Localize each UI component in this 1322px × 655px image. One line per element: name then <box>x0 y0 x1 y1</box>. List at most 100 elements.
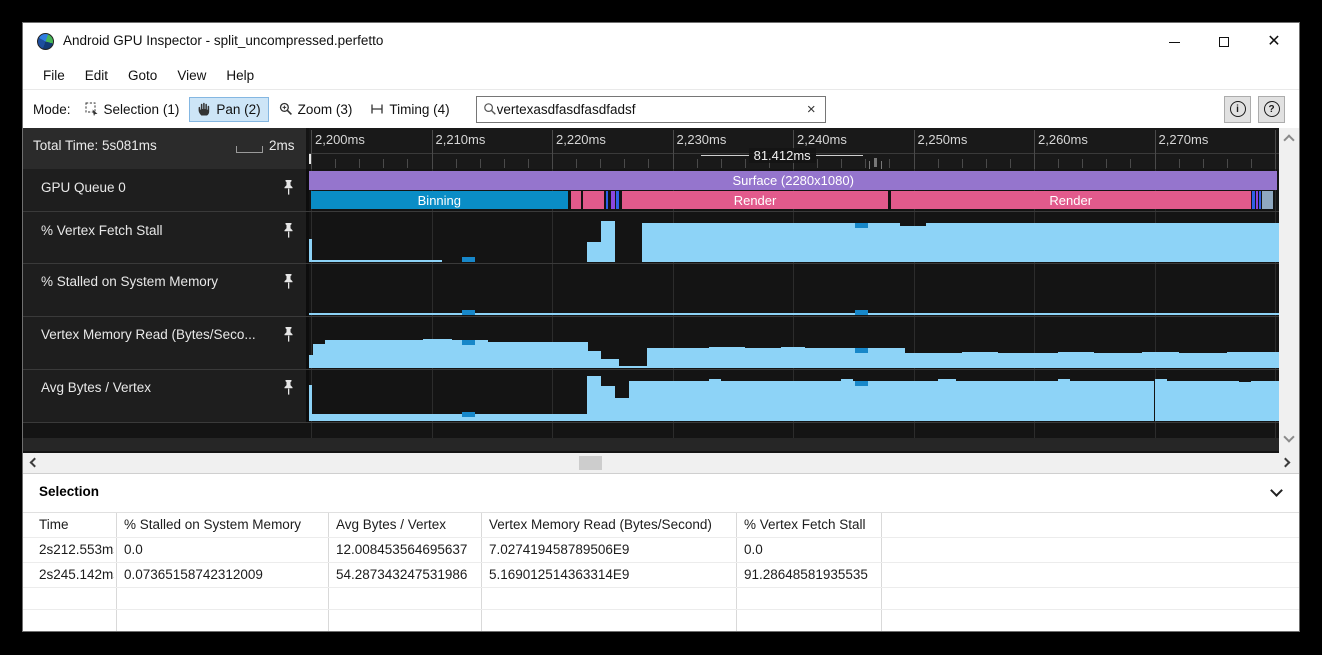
pin-button[interactable] <box>283 380 294 400</box>
pin-button[interactable] <box>283 223 294 243</box>
scrollbar-thumb[interactable] <box>579 456 602 470</box>
mode-button-selection[interactable]: Selection (1) <box>77 97 188 122</box>
horizontal-scrollbar[interactable] <box>23 453 1299 473</box>
timeline-slice[interactable] <box>1258 191 1262 209</box>
track-label-panel[interactable]: Avg Bytes / Vertex <box>23 369 306 422</box>
counter-segment[interactable] <box>586 376 602 421</box>
counter-segment[interactable] <box>1154 379 1167 421</box>
counter-segment[interactable] <box>1178 353 1227 368</box>
pin-button[interactable] <box>283 274 294 294</box>
minimize-button[interactable] <box>1149 23 1199 61</box>
counter-segment[interactable] <box>601 386 615 421</box>
search-input[interactable] <box>496 101 804 117</box>
track-label-panel[interactable]: % Vertex Fetch Stall <box>23 212 306 263</box>
scroll-right-icon[interactable] <box>1280 457 1291 468</box>
counter-segment[interactable] <box>309 355 314 368</box>
counter-segment[interactable] <box>423 339 452 368</box>
timeline-slice[interactable]: Surface (2280x1080) <box>309 171 1278 190</box>
scroll-left-icon[interactable] <box>29 457 40 468</box>
counter-segment[interactable] <box>1058 352 1095 368</box>
counter-segment[interactable] <box>997 353 1059 368</box>
timeline-slice[interactable] <box>1261 191 1273 209</box>
timeline-slice[interactable] <box>616 191 619 209</box>
counter-segment[interactable] <box>642 223 901 262</box>
counter-segment[interactable] <box>925 223 1279 262</box>
menu-item-edit[interactable]: Edit <box>84 67 109 83</box>
maximize-button[interactable] <box>1199 23 1249 61</box>
counter-segment[interactable] <box>309 239 313 262</box>
counter-segment[interactable] <box>313 344 326 368</box>
track-label-panel[interactable]: Vertex Memory Read (Bytes/Seco... <box>23 316 306 369</box>
counter-segment[interactable] <box>309 385 313 421</box>
counter-segment[interactable] <box>937 379 956 421</box>
counter-segment[interactable] <box>1058 379 1071 421</box>
timeline-slice[interactable] <box>1255 191 1259 209</box>
counter-segment[interactable] <box>961 352 998 368</box>
pin-button[interactable] <box>283 327 294 347</box>
vertical-scrollbar[interactable] <box>1279 128 1299 453</box>
counter-segment[interactable] <box>708 379 721 421</box>
counter-segment[interactable] <box>805 348 842 368</box>
help-button[interactable]: ? <box>1258 95 1285 123</box>
counter-segment[interactable] <box>871 348 906 368</box>
timeline-slice[interactable]: Render <box>621 191 889 209</box>
counter-segment[interactable] <box>312 260 443 262</box>
counter-segment[interactable] <box>841 348 872 368</box>
counter-segment[interactable] <box>1166 381 1239 421</box>
counter-segment[interactable] <box>708 347 745 368</box>
info-button[interactable]: i <box>1224 95 1251 123</box>
menu-item-view[interactable]: View <box>177 67 207 83</box>
mode-button-timing[interactable]: Timing (4) <box>362 97 457 122</box>
counter-segment[interactable] <box>905 353 962 368</box>
scroll-down-icon[interactable] <box>1283 431 1295 443</box>
counter-segment[interactable] <box>900 226 926 262</box>
timeline-slice[interactable]: Binning <box>311 191 568 209</box>
counter-segment[interactable] <box>312 414 587 421</box>
track-label-panel[interactable]: % Stalled on System Memory <box>23 263 306 316</box>
timeline-slice[interactable] <box>611 191 616 209</box>
mode-button-zoom[interactable]: Zoom (3) <box>271 97 361 122</box>
counter-segment[interactable] <box>1070 381 1155 421</box>
counter-segment[interactable] <box>488 342 589 368</box>
menu-item-help[interactable]: Help <box>226 67 255 83</box>
counter-segment[interactable] <box>629 381 709 421</box>
counter-segment[interactable] <box>1226 352 1279 368</box>
counter-segment[interactable] <box>614 398 630 421</box>
menu-item-goto[interactable]: Goto <box>128 67 158 83</box>
counter-segment[interactable] <box>601 359 620 368</box>
counter-segment[interactable] <box>744 348 781 368</box>
close-button[interactable]: ✕ <box>1249 23 1299 61</box>
timeline-slice[interactable] <box>1252 191 1255 209</box>
counter-segment[interactable] <box>586 242 602 262</box>
counter-segment[interactable] <box>619 366 648 368</box>
clear-search-icon[interactable]: × <box>806 100 816 118</box>
track-label-panel[interactable]: GPU Queue 0 <box>23 169 306 211</box>
ruler-tick-label: 2,210ms <box>435 132 486 147</box>
table-cell: 0.07365158742312009 <box>124 567 263 582</box>
counter-segment[interactable] <box>588 351 602 368</box>
counter-segment[interactable] <box>841 379 854 421</box>
counter-segment[interactable] <box>720 381 842 421</box>
timeline-slice[interactable] <box>583 191 604 209</box>
counter-segment[interactable] <box>1238 382 1251 421</box>
counter-segment[interactable] <box>1142 352 1179 368</box>
timeline-slice[interactable] <box>605 191 609 209</box>
collapse-chevron-icon[interactable] <box>1270 484 1283 497</box>
counter-segment[interactable] <box>601 221 615 262</box>
pin-button[interactable] <box>283 180 294 200</box>
mode-button-pan[interactable]: Pan (2) <box>189 96 269 122</box>
counter-segment[interactable] <box>309 313 1279 315</box>
counter-segment[interactable] <box>955 381 1059 421</box>
menu-item-file[interactable]: File <box>43 67 65 83</box>
counter-segment[interactable] <box>1250 381 1279 421</box>
counter-segment[interactable] <box>780 347 806 368</box>
counter-segment[interactable] <box>1094 353 1143 368</box>
counter-segment[interactable] <box>325 340 424 368</box>
scroll-up-icon[interactable] <box>1283 134 1295 146</box>
counter-segment[interactable] <box>647 348 709 368</box>
counter-segment[interactable] <box>853 381 938 421</box>
timeline-slice[interactable]: Render <box>890 191 1251 209</box>
timeline-slice[interactable] <box>571 191 581 209</box>
